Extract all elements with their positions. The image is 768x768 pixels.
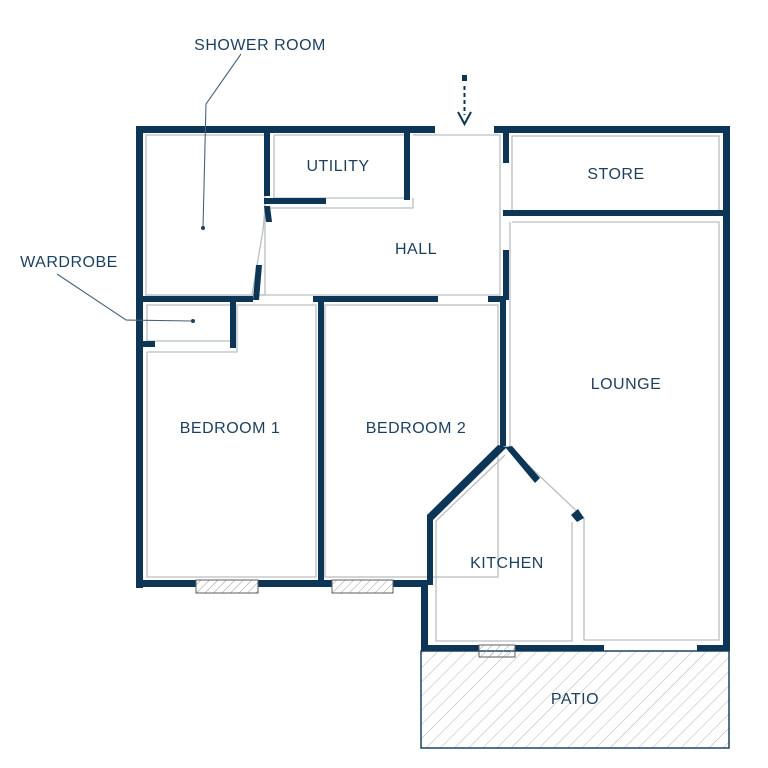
shower-room-marker bbox=[201, 226, 205, 230]
window-kitchen bbox=[478, 644, 516, 658]
label-store: STORE bbox=[587, 166, 644, 183]
label-utility: UTILITY bbox=[306, 158, 369, 175]
label-bedroom2: BEDROOM 2 bbox=[366, 420, 467, 437]
label-lounge: LOUNGE bbox=[591, 376, 662, 393]
room-labels: SHOWER ROOM WARDROBE UTILITY HALL STORE … bbox=[20, 37, 661, 708]
walls bbox=[136, 126, 730, 651]
wardrobe-marker bbox=[191, 319, 195, 323]
windows bbox=[195, 579, 516, 658]
shower-room-leader bbox=[202, 53, 242, 229]
dashed-arrow-down-icon bbox=[457, 75, 472, 127]
label-shower-room: SHOWER ROOM bbox=[194, 37, 326, 54]
label-kitchen: KITCHEN bbox=[470, 555, 544, 572]
leader-lines bbox=[56, 53, 242, 323]
label-bedroom1: BEDROOM 1 bbox=[180, 420, 281, 437]
patio-area bbox=[420, 650, 730, 749]
label-hall: HALL bbox=[395, 241, 437, 258]
label-wardrobe: WARDROBE bbox=[20, 254, 118, 271]
label-patio: PATIO bbox=[551, 691, 599, 708]
window-bedroom1 bbox=[195, 579, 259, 594]
window-bedroom2 bbox=[331, 579, 394, 594]
wardrobe-leader bbox=[56, 273, 194, 322]
